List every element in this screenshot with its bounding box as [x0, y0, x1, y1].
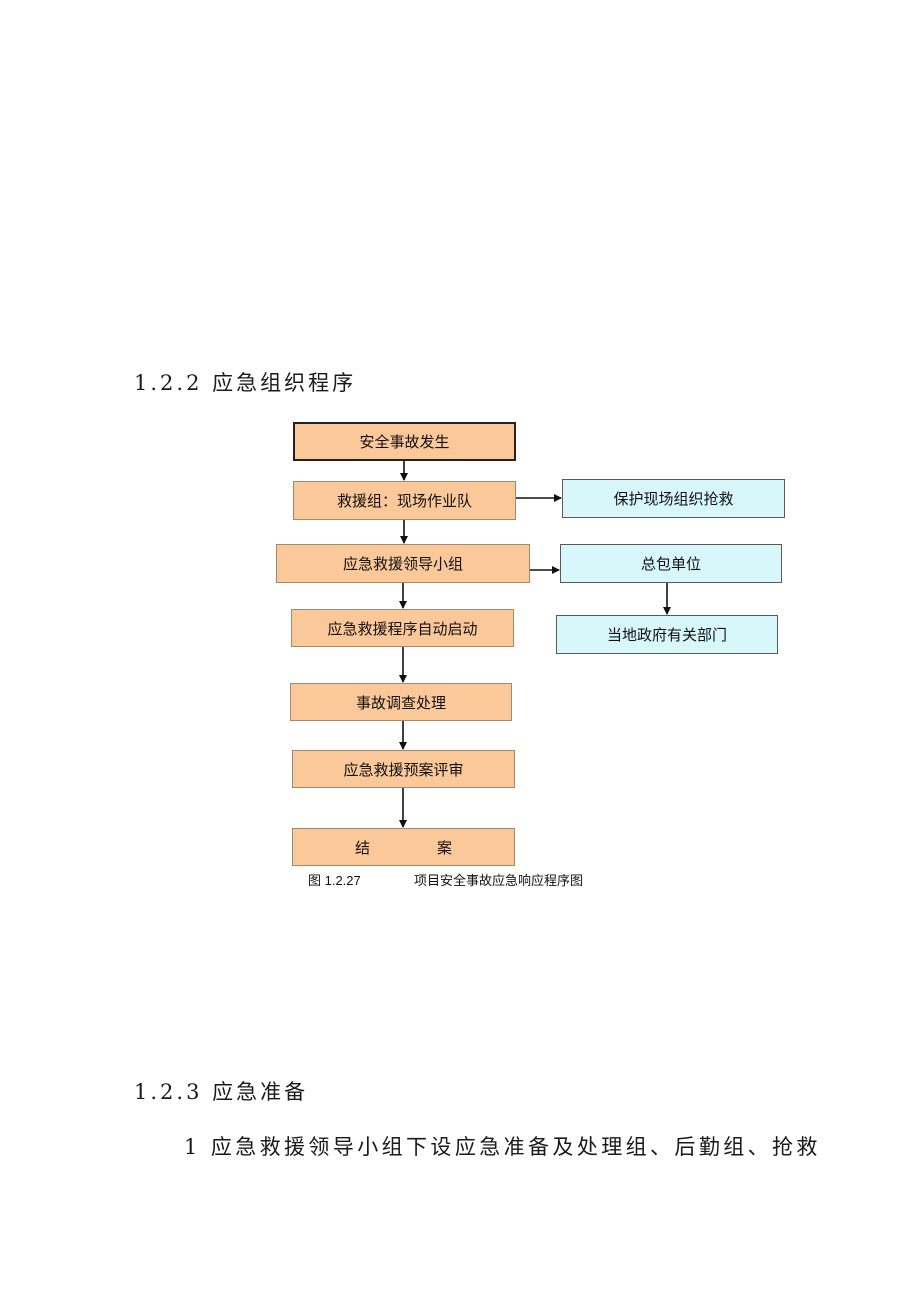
- flow-box-general-contractor: 总包单位: [560, 544, 782, 583]
- section-title: 应急组织程序: [212, 371, 357, 395]
- flow-box-accident-occurs: 安全事故发生: [293, 422, 516, 461]
- flow-box-rescue-team: 救援组：现场作业队: [293, 481, 516, 520]
- section-heading-1-2-2: 1.2.2 应急组织程序: [134, 367, 356, 397]
- body-paragraph: 1 应急救援领导小组下设应急准备及处理组、后勤组、抢救: [184, 1135, 821, 1159]
- flow-box-case-closed-char-1: 结: [355, 838, 371, 857]
- flow-box-procedure-start: 应急救援程序自动启动: [291, 609, 514, 647]
- section-heading-1-2-3: 1.2.3 应急准备: [134, 1076, 308, 1106]
- figure-number: 图 1.2.27: [308, 873, 361, 888]
- flow-box-leadership-group: 应急救援领导小组: [276, 544, 530, 583]
- flow-box-protect-scene: 保护现场组织抢救: [562, 479, 785, 518]
- flow-box-case-closed-char-2: 案: [436, 838, 452, 857]
- section-number: 1.2.2: [134, 371, 203, 395]
- figure-caption: 项目安全事故应急响应程序图: [414, 873, 584, 888]
- flow-box-local-government: 当地政府有关部门: [556, 615, 778, 654]
- flow-box-investigation: 事故调查处理: [290, 683, 512, 721]
- section-title: 应急准备: [212, 1080, 309, 1104]
- section-number: 1.2.3: [134, 1080, 203, 1104]
- flow-box-plan-review: 应急救援预案评审: [292, 750, 515, 788]
- flow-box-case-closed: 结 案: [292, 828, 515, 866]
